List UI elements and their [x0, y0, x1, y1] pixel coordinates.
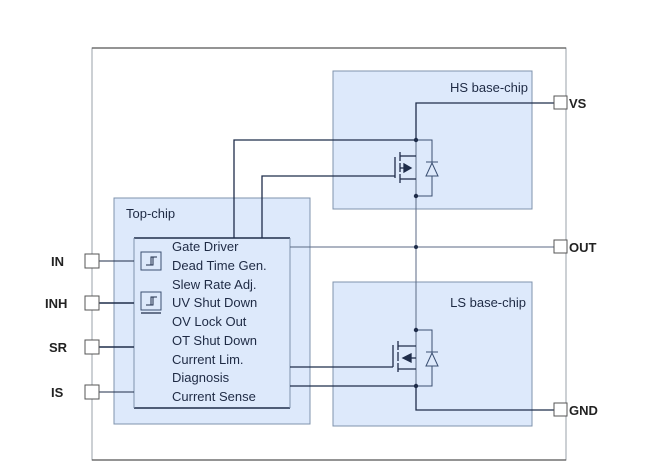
function-list: Gate Driver Dead Time Gen. Slew Rate Adj…	[172, 239, 267, 404]
function-gate-driver: Gate Driver	[172, 239, 239, 254]
ls-body-diode-icon	[416, 329, 439, 387]
schmitt-trigger-icon	[140, 251, 162, 271]
pin-in	[84, 253, 100, 269]
hs-body-diode-icon	[416, 139, 439, 197]
pin-label-inh: INH	[45, 296, 67, 311]
pin-vs	[553, 95, 568, 110]
pin-inh	[84, 295, 100, 311]
hs-control-wires	[233, 139, 416, 238]
pin-label-vs: VS	[569, 96, 587, 111]
function-diagnosis: Diagnosis	[172, 370, 230, 385]
function-current-lim: Current Lim.	[172, 352, 244, 367]
hs-base-chip-title: HS base-chip	[450, 80, 528, 95]
pin-label-in: IN	[51, 254, 64, 269]
junction-dot	[413, 137, 419, 143]
pin-gnd	[553, 402, 568, 417]
ls-mosfet-icon	[392, 341, 416, 372]
function-box	[134, 238, 290, 408]
input-wires	[99, 260, 134, 393]
pin-out	[553, 239, 568, 254]
function-dead-time-gen: Dead Time Gen.	[172, 258, 267, 273]
pin-label-is: IS	[51, 385, 64, 400]
pin-label-gnd: GND	[569, 403, 598, 418]
function-uv-shut-down: UV Shut Down	[172, 295, 257, 310]
pin-label-sr: SR	[49, 340, 68, 355]
function-slew-rate-adj: Slew Rate Adj.	[172, 277, 257, 292]
gnd-wire	[415, 386, 554, 411]
pin-label-out: OUT	[569, 240, 597, 255]
function-current-sense: Current Sense	[172, 389, 256, 404]
junction-dot	[413, 193, 419, 199]
function-ov-lock-out: OV Lock Out	[172, 314, 247, 329]
pin-is	[84, 384, 100, 400]
vs-wire	[415, 102, 554, 140]
junction-dot	[414, 245, 418, 249]
ls-base-chip-title: LS base-chip	[450, 295, 526, 310]
function-ot-shut-down: OT Shut Down	[172, 333, 257, 348]
hs-mosfet-icon	[394, 152, 416, 183]
junction-dot	[413, 383, 419, 389]
junction-dot	[413, 327, 419, 333]
ls-control-wires	[290, 366, 416, 387]
schmitt-trigger-icon	[140, 291, 162, 314]
pin-sr	[84, 339, 100, 355]
top-chip-title: Top-chip	[126, 206, 175, 221]
